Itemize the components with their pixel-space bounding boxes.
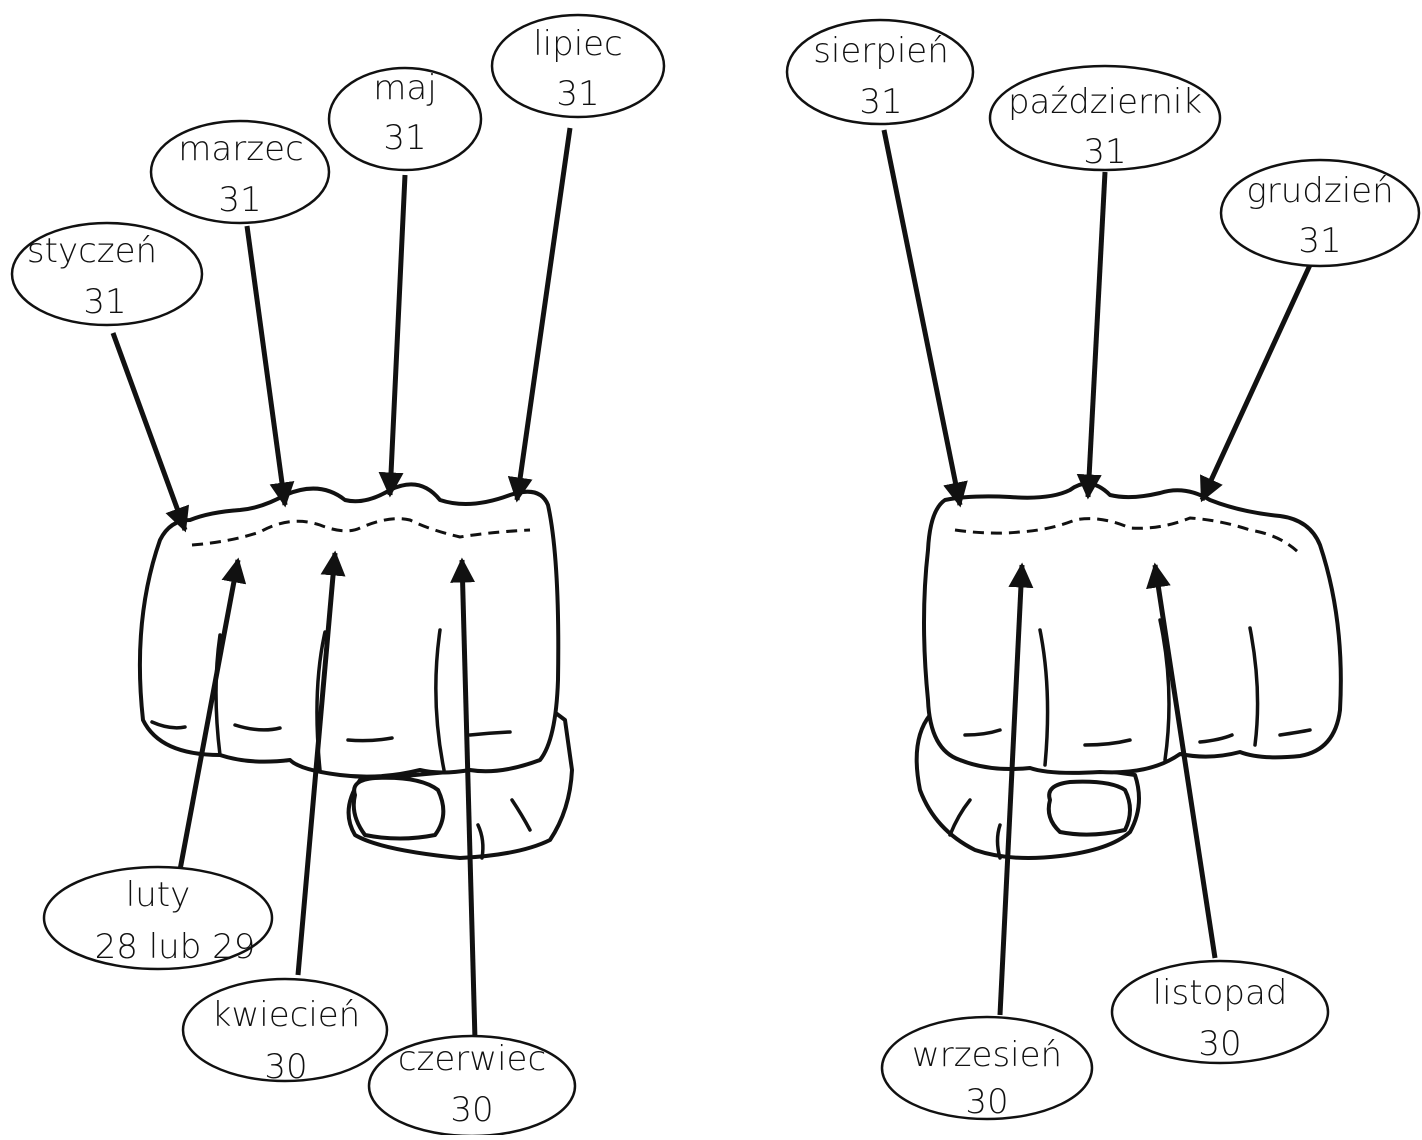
month-name: luty [126, 875, 190, 915]
arrow-kwiecien [295, 550, 346, 976]
month-name: lipiec [533, 24, 623, 64]
arrows [110, 127, 1313, 1041]
month-days: 28 lub 29 [95, 927, 256, 967]
month-name: wrzesień [912, 1035, 1062, 1075]
month-name: czerwiec [398, 1039, 546, 1079]
month-name: styczeń [27, 231, 157, 271]
bubble-czerwiec: czerwiec 30 [367, 1034, 577, 1138]
month-name: grudzień [1246, 171, 1393, 211]
month-days: 31 [383, 118, 426, 158]
arrow-sierpien [881, 129, 968, 508]
month-name: marzec [178, 129, 303, 169]
month-days: 31 [218, 180, 261, 220]
bubble-pazdziernik: październik 31 [988, 64, 1222, 172]
bubble-grudzien: grudzień 31 [1219, 158, 1421, 268]
month-days: 31 [1298, 221, 1341, 261]
arrow-czerwiec [450, 557, 478, 1041]
month-days: 30 [1198, 1024, 1241, 1064]
month-days: 30 [264, 1047, 307, 1087]
month-name: sierpień [813, 31, 949, 71]
month-days: 31 [83, 282, 126, 322]
month-name: maj [373, 68, 436, 108]
month-days: 31 [859, 82, 902, 122]
bubble-lipiec: lipiec 31 [490, 13, 666, 119]
bubble-luty: luty 28 lub 29 [42, 865, 274, 971]
month-days: 31 [556, 74, 599, 114]
month-days: 30 [450, 1090, 493, 1130]
arrow-lipiec [507, 127, 573, 503]
arrow-marzec [244, 225, 295, 508]
month-days: 31 [1083, 132, 1126, 172]
arrow-wrzesien [997, 562, 1034, 1016]
bubble-sierpien: sierpień 31 [785, 18, 975, 126]
arrow-pazdziernik [1076, 171, 1108, 500]
arrow-listopad [1146, 562, 1218, 959]
bubble-kwiecien: kwiecień 30 [181, 977, 389, 1087]
bubble-maj: maj 31 [327, 66, 483, 172]
month-bubbles: styczeń 31 luty 28 lub 29 marzec 31 kwie… [10, 13, 1421, 1138]
month-days: 30 [965, 1082, 1008, 1122]
arrow-luty [177, 557, 247, 871]
month-name: listopad [1153, 973, 1288, 1013]
left-fist [137, 482, 574, 860]
arrow-grudzien [1199, 263, 1313, 503]
month-name: kwiecień [212, 995, 360, 1035]
bubble-listopad: listopad 30 [1110, 959, 1330, 1065]
month-name: październik [1008, 82, 1202, 122]
arrow-styczen [110, 332, 190, 533]
bubble-wrzesien: wrzesień 30 [880, 1015, 1094, 1122]
right-fist [914, 481, 1343, 860]
bubble-marzec: marzec 31 [149, 119, 331, 225]
arrow-maj [378, 174, 408, 498]
bubble-styczen: styczeń 31 [10, 221, 204, 327]
